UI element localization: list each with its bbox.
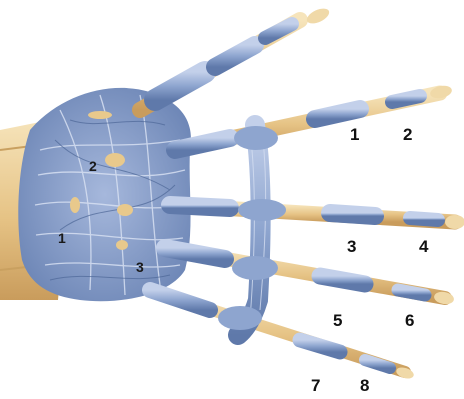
thumb (140, 5, 331, 110)
label-8: 8 (360, 376, 369, 395)
label-6: 6 (405, 311, 414, 330)
label-5: 5 (333, 311, 342, 330)
label-2: 2 (403, 125, 412, 144)
label-3: 3 (347, 237, 356, 256)
carpal-label-1: 1 (58, 230, 66, 246)
label-1: 1 (350, 125, 359, 144)
middle-finger (170, 205, 464, 229)
carpal-label-3: 3 (136, 259, 144, 275)
transverse-metacarpal-ligament (218, 125, 286, 335)
carpal-ligament-mass (18, 88, 191, 301)
label-7: 7 (311, 376, 320, 395)
ring-finger (165, 248, 455, 306)
little-finger (150, 290, 415, 381)
carpal-label-2: 2 (89, 158, 97, 174)
label-4: 4 (419, 237, 429, 256)
